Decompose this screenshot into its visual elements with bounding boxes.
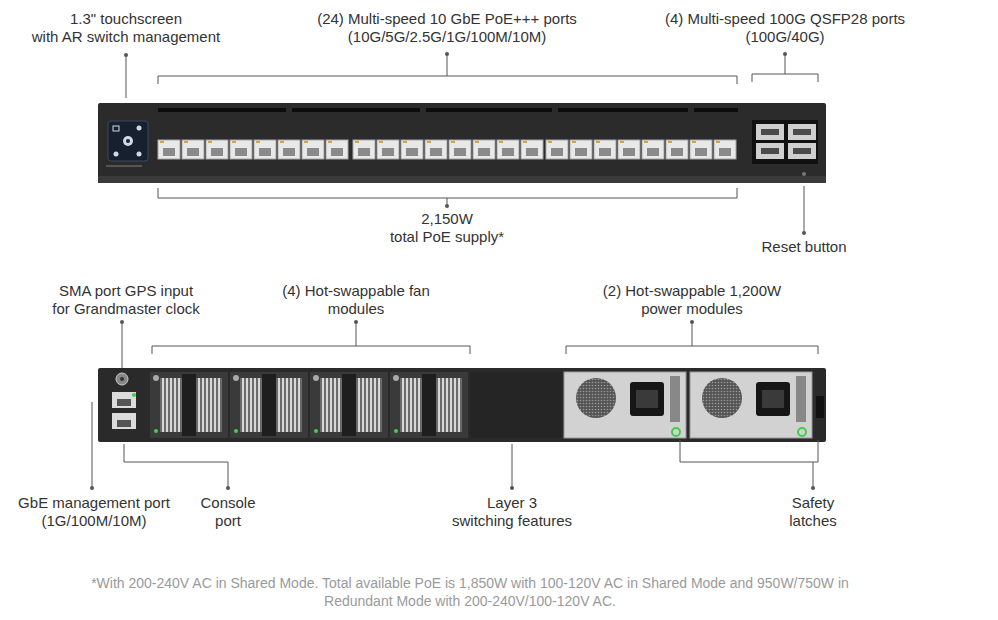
rj45-port — [302, 140, 324, 159]
rj45-port — [570, 140, 592, 159]
fan-module — [150, 372, 228, 438]
rj45-port — [690, 140, 712, 159]
rj45-port — [377, 140, 399, 159]
power-module — [564, 372, 686, 438]
rj45-port — [230, 140, 252, 159]
callout-label: (4) Multi-speed 100G QSFP28 ports(100G/4… — [665, 10, 905, 46]
rj45-port — [353, 140, 375, 159]
rj45-port — [425, 140, 447, 159]
rj45-port — [594, 140, 616, 159]
rj45-port — [497, 140, 519, 159]
callout-label: 1.3" touchscreenwith AR switch managemen… — [32, 10, 220, 46]
rj45-port — [618, 140, 640, 159]
callout-label: 2,150Wtotal PoE supply* — [390, 210, 504, 246]
rj45-port — [182, 140, 204, 159]
rj45-port — [642, 140, 664, 159]
callout-label: Reset button — [761, 238, 846, 256]
rj45-port — [521, 140, 543, 159]
rj45-port — [473, 140, 495, 159]
callout-label: SMA port GPS inputfor Grandmaster clock — [52, 282, 200, 318]
rj45-port — [546, 140, 568, 159]
callout-label: GbE management port(1G/100M/10M) — [18, 494, 170, 530]
rj45-port — [206, 140, 228, 159]
rj45-port — [401, 140, 423, 159]
qsfp28-port — [756, 143, 784, 159]
callout-label: Safetylatches — [789, 494, 837, 530]
rj45-port — [326, 140, 348, 159]
fan-module — [390, 372, 468, 438]
qsfp28-port — [756, 124, 784, 140]
fan-module — [310, 372, 388, 438]
qsfp28-port — [788, 124, 816, 140]
callout-label: Consoleport — [200, 494, 255, 530]
callout-label: (2) Hot-swappable 1,200Wpower modules — [603, 282, 781, 318]
rj45-port — [714, 140, 736, 159]
front-panel — [98, 103, 826, 183]
callout-label: (4) Hot-swappable fanmodules — [282, 282, 430, 318]
rj45-port — [278, 140, 300, 159]
power-module — [690, 372, 812, 438]
leader-dots — [90, 52, 815, 490]
callout-label: (24) Multi-speed 10 GbE PoE+++ ports(10G… — [317, 10, 577, 46]
footnote-caption: *With 200-240V AC in Shared Mode. Total … — [91, 574, 849, 610]
rj45-port — [449, 140, 471, 159]
qsfp28-port — [788, 143, 816, 159]
leader-lines — [92, 54, 818, 488]
rj45-port — [158, 140, 180, 159]
rj45-port — [666, 140, 688, 159]
rear-panel — [98, 368, 826, 442]
fan-module — [230, 372, 308, 438]
rj45-port — [254, 140, 276, 159]
callout-label: Layer 3switching features — [452, 494, 572, 530]
